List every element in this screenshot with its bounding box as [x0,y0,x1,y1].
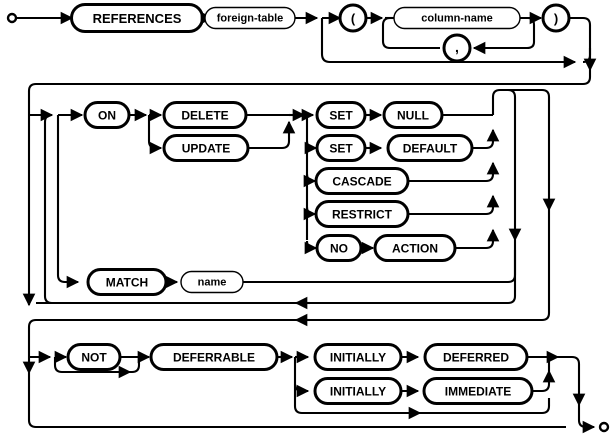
rail-comma-loop-left [381,16,440,50]
section-references: REFERENCES foreign-table ( column-name ,… [6,3,597,108]
node-deferrable-label: DEFERRABLE [173,351,255,365]
node-deferred-label: DEFERRED [443,351,509,365]
node-delete-label: DELETE [181,109,228,123]
node-not-label: NOT [81,351,107,365]
node-references-label: REFERENCES [93,11,182,26]
rail-wrap-to-section3 [27,318,310,340]
rail-default-merge [472,128,500,150]
rail-not-skip-merge [125,357,141,374]
node-column-name-label: column-name [421,13,493,25]
node-update-label: UPDATE [182,142,230,156]
rail-outer-loop-back-left [300,210,551,322]
section-deferrable: NOT DEFERRABLE INITIALLY DEFERRED INITIA… [22,340,610,434]
rail-inner-return-join [43,113,53,123]
rail-to-update [147,115,163,155]
node-action-label: ACTION [392,242,438,256]
end-marker-icon [598,421,610,433]
node-restrict-label: RESTRICT [332,208,393,222]
node-lparen-label: ( [351,11,356,26]
node-set-default-set-label: SET [329,142,353,156]
rail-column-list-bypass [320,18,577,69]
rail-split-to-match [56,122,80,289]
rail-action-bus-row5 [304,240,318,255]
rail-match-merge-up [243,250,517,284]
rail-wrap-to-section2 [27,70,592,108]
rail-outer-loop-down [508,88,556,212]
node-cascade-label: CASCADE [332,175,391,189]
rail-defer-exit-down [555,355,586,407]
node-null-label: NULL [397,109,429,123]
rail-split-initially-immediate [293,383,310,398]
rail-action-bus-row4 [303,206,317,221]
rail-actions-up [491,88,508,115]
node-rparen-label: ) [554,11,558,26]
rail-restrict-merge [408,194,500,216]
rail-update-merge [248,120,296,150]
rail-rparen-down [569,16,592,48]
node-comma-box [442,33,472,63]
node-match-label: MATCH [106,276,148,290]
rail-inner-loop-down [507,88,522,242]
node-name-label: name [198,277,227,289]
rail-split-defer-skip [293,405,422,420]
section-on-action: ON DELETE UPDATE SET NULL SET DEFAULT [22,88,556,340]
node-immediate-label: IMMEDIATE [445,385,511,399]
rail-to-end-marker [577,405,596,434]
rail-immediate-merge [532,369,556,393]
rail-inner-loop-back [300,240,517,305]
start-marker-icon [6,12,18,24]
node-default-label: DEFAULT [403,142,458,156]
rail-cascade-merge [408,161,500,183]
rail-not-skip [53,357,132,379]
node-initially-deferred-initially-label: INITIALLY [330,351,386,365]
rail-section3-bypass [27,373,566,429]
node-foreign-table-label: foreign-table [217,13,284,25]
node-no-label: NO [330,242,348,256]
rail-action-bus-row3 [303,173,317,188]
rail-action-bus-row2 [304,140,318,155]
node-initially-immediate-initially-label: INITIALLY [330,385,386,399]
node-on-label: ON [98,109,116,123]
rail-defer-skip-merge [415,398,551,415]
rail-action-merge [455,228,500,250]
node-comma-label: , [455,39,459,55]
node-set-null-set-label: SET [329,109,353,123]
